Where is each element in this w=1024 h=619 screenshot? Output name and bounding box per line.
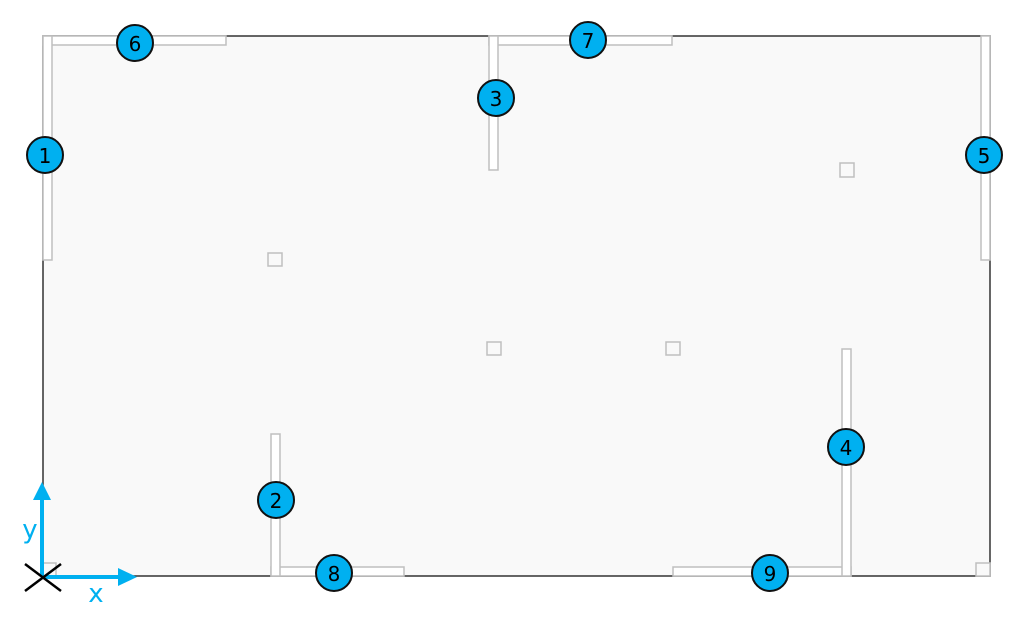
- pillar: [267, 252, 283, 267]
- y-axis-arrow-icon: [33, 482, 51, 500]
- x-axis-arrow-icon: [118, 568, 137, 586]
- coordinate-axes: y x: [22, 482, 137, 609]
- marker-7: 7: [569, 21, 607, 59]
- marker-label: 4: [840, 436, 853, 460]
- marker-label: 9: [764, 562, 777, 586]
- pillar: [839, 162, 855, 178]
- x-axis-label: x: [88, 579, 103, 609]
- marker-label: 7: [582, 29, 595, 53]
- marker-label: 3: [490, 87, 503, 111]
- pillar: [665, 341, 681, 356]
- room-outline: [42, 35, 991, 577]
- marker-9: 9: [751, 554, 789, 592]
- marker-4: 4: [827, 428, 865, 466]
- marker-3: 3: [477, 79, 515, 117]
- marker-label: 8: [328, 562, 341, 586]
- marker-1: 1: [26, 136, 64, 174]
- corner-square: [975, 562, 991, 577]
- marker-label: 2: [270, 489, 283, 513]
- marker-8: 8: [315, 554, 353, 592]
- origin-cross-icon: [24, 563, 62, 592]
- y-axis-label: y: [22, 515, 37, 545]
- marker-label: 5: [978, 144, 991, 168]
- marker-label: 1: [39, 144, 52, 168]
- pillar: [486, 341, 502, 356]
- marker-6: 6: [116, 24, 154, 62]
- marker-label: 6: [129, 32, 142, 56]
- marker-5: 5: [965, 136, 1003, 174]
- marker-2: 2: [257, 481, 295, 519]
